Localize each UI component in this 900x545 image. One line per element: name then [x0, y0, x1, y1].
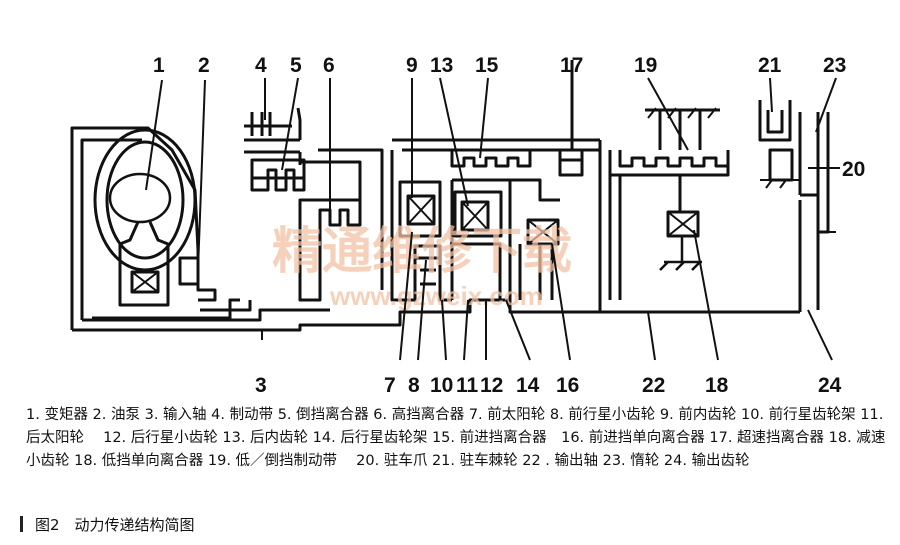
caption-text: 图2 动力传递结构简图 — [35, 516, 195, 534]
callout-10: 10 — [430, 374, 453, 397]
caption-marker — [20, 516, 23, 532]
callout-9: 9 — [406, 54, 418, 77]
callout-14: 14 — [516, 374, 540, 397]
callout-13: 13 — [430, 54, 453, 77]
callout-7: 7 — [384, 374, 396, 397]
legend-text: 1. 变矩器 2. 油泵 3. 输入轴 4. 制动带 5. 倒挡离合器 6. 高… — [26, 407, 886, 469]
callout-2: 2 — [198, 54, 210, 77]
watermark-title: 精通维修下载 — [272, 222, 572, 280]
callout-4: 4 — [255, 54, 267, 77]
callout-20: 20 — [842, 158, 865, 181]
callout-18: 18 — [705, 374, 729, 397]
callout-1: 1 — [153, 54, 165, 77]
transmission-schematic: 精通维修下载 www.gzweix.com 1 2 4 5 6 9 13 15 … — [70, 54, 865, 397]
callout-17: 17 — [560, 54, 583, 77]
callout-22: 22 — [642, 374, 665, 397]
callout-16: 16 — [556, 374, 579, 397]
callout-6: 6 — [323, 54, 335, 77]
callout-19: 19 — [634, 54, 657, 77]
leader-lines — [145, 77, 840, 361]
watermark-url: www.gzweix.com — [329, 281, 543, 311]
schematic-lines — [70, 60, 830, 332]
figure-caption: 图2 动力传递结构简图 — [20, 514, 195, 535]
callout-21: 21 — [758, 54, 782, 77]
callout-15: 15 — [475, 54, 499, 77]
callout-11: 11 — [456, 374, 479, 397]
callout-labels: 1 2 4 5 6 9 13 15 17 19 21 23 20 3 7 8 1… — [153, 54, 865, 397]
callout-24: 24 — [818, 374, 842, 397]
callout-8: 8 — [408, 374, 420, 397]
callout-12: 12 — [480, 374, 503, 397]
callout-5: 5 — [290, 54, 302, 77]
callout-23: 23 — [823, 54, 846, 77]
callout-3: 3 — [255, 374, 267, 397]
